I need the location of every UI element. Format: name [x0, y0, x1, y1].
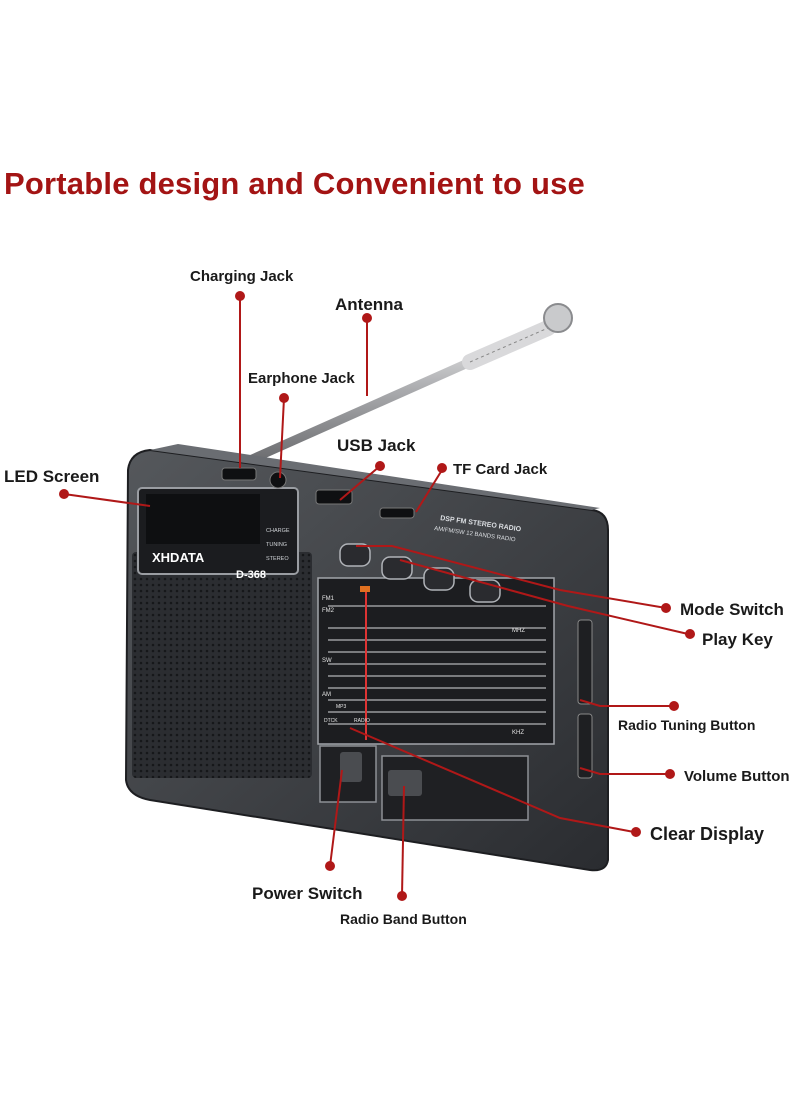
- indicator-charge: CHARGE: [266, 528, 290, 534]
- callout-dots: [59, 291, 695, 901]
- band-sw: SW: [322, 658, 332, 664]
- label-charging-jack: Charging Jack: [190, 268, 294, 285]
- volume-wheel[interactable]: [577, 713, 593, 779]
- indicator-stereo: STEREO: [266, 556, 289, 562]
- band-fm1: FM1: [322, 596, 335, 602]
- brand-logo-text: XHDATA: [152, 550, 205, 565]
- indicator-tuning: TUNING: [266, 542, 287, 548]
- radio-body: [124, 444, 609, 872]
- band-radio: RADIO: [354, 718, 370, 724]
- band-mp3: MP3: [336, 704, 347, 710]
- label-radio-tuning-button: Radio Tuning Button: [618, 717, 756, 733]
- mode-buttons[interactable]: [339, 543, 501, 603]
- band-fm2: FM2: [322, 608, 335, 614]
- label-antenna: Antenna: [335, 295, 403, 314]
- dial-unit-khz: KHZ: [512, 730, 524, 736]
- band-dtck: DTCK: [324, 718, 338, 724]
- antenna-rod[interactable]: [245, 303, 573, 465]
- label-power-switch: Power Switch: [252, 884, 363, 903]
- label-mode-switch: Mode Switch: [680, 600, 784, 619]
- label-play-key: Play Key: [702, 630, 773, 649]
- callout-lines: [63, 296, 689, 897]
- tuning-wheel[interactable]: [577, 619, 593, 705]
- band-am: AM: [322, 692, 331, 698]
- label-earphone-jack: Earphone Jack: [248, 370, 355, 387]
- power-switch-knob[interactable]: [340, 752, 362, 782]
- page-heading: Portable design and Convenient to use: [4, 166, 585, 201]
- band-switch-knob[interactable]: [388, 770, 422, 796]
- label-tf-card-jack: TF Card Jack: [453, 461, 548, 478]
- led-screen: [137, 487, 299, 575]
- speaker-grille: [132, 552, 312, 778]
- label-clear-display: Clear Display: [650, 824, 765, 844]
- label-radio-band-button: Radio Band Button: [340, 911, 467, 927]
- top-jacks: [221, 467, 415, 519]
- dial-unit-mhz: MHZ: [512, 628, 525, 634]
- model-text: D-368: [236, 569, 266, 581]
- label-volume-button: Volume Button: [684, 768, 790, 785]
- label-usb-jack: USB Jack: [337, 436, 416, 455]
- label-led-screen: LED Screen: [4, 467, 100, 486]
